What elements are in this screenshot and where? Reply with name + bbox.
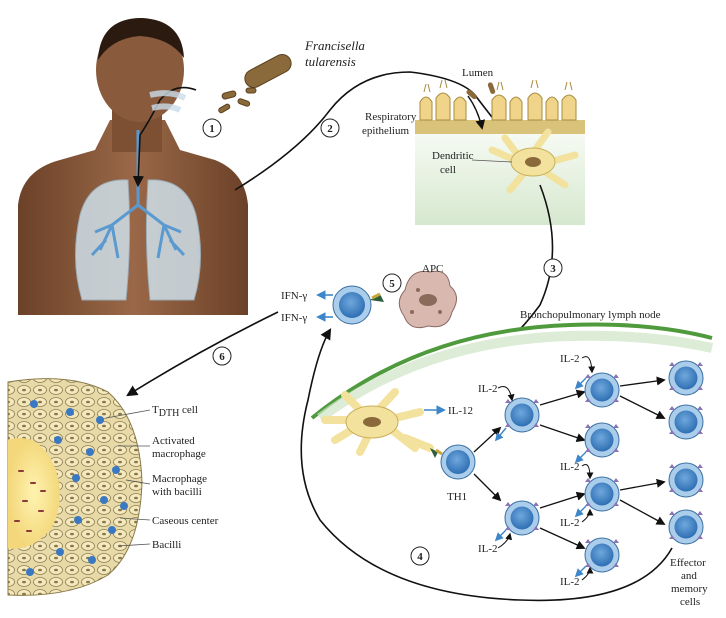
t-cell-gen3-4 — [584, 537, 620, 573]
svg-text:5: 5 — [389, 278, 395, 290]
right-lung — [145, 179, 201, 301]
effector-cell-2 — [668, 404, 704, 440]
il2-secretion-arrow — [494, 529, 507, 542]
il2-label: IL-2 — [560, 517, 580, 529]
th1-label: TH1 — [447, 491, 467, 503]
effector-cell-3 — [668, 462, 704, 498]
step-6-marker: 6 — [212, 346, 232, 366]
dendritic-cell-lymph — [321, 388, 434, 456]
macrophage-label-line2: with bacilli — [152, 486, 202, 498]
organism-name-line1: Francisella — [304, 38, 365, 53]
granuloma-leaders — [105, 409, 151, 547]
respiratory-epithelium — [415, 79, 585, 225]
effector-label-line2: and — [681, 570, 697, 582]
expansion-arrow — [473, 426, 502, 453]
t-cell-gen3-2 — [584, 422, 620, 458]
caseous-label: Caseous center — [152, 515, 219, 527]
expansion-arrow — [619, 395, 666, 419]
t-cell-gen3-1 — [584, 372, 620, 408]
left-lung — [75, 179, 131, 301]
step-6-path — [126, 311, 279, 397]
respiratory-label-line1: Respiratory — [365, 111, 417, 123]
il2-label: IL-2 — [478, 383, 498, 395]
effector-label-line1: Effector — [670, 557, 706, 569]
expansion-arrow — [619, 478, 666, 491]
clonal-expansion: IL-2IL-2IL-2IL-2IL-2IL-2 — [473, 353, 704, 588]
il2-secretion-arrow — [574, 451, 587, 464]
th1-cell — [430, 444, 476, 480]
il2-secretion-arrow — [574, 565, 587, 578]
t-cell-gen2-bottom — [504, 500, 540, 536]
activated-label-line2: macrophage — [152, 448, 206, 460]
svg-text:4: 4 — [417, 551, 423, 563]
effector-cell-1 — [668, 360, 704, 396]
ifn-gamma-bottom: IFN-γ — [281, 312, 307, 324]
effector-cell-4 — [668, 509, 704, 545]
lumen-label: Lumen — [462, 67, 494, 79]
expansion-arrow — [539, 527, 586, 550]
lymph-node — [310, 322, 714, 612]
step-3-marker: 3 — [543, 258, 563, 278]
svg-text:3: 3 — [550, 263, 556, 275]
dendritic-cell-epithelium — [488, 128, 579, 194]
il2-secretion-arrow — [574, 505, 587, 518]
lymph-node-label: Bronchopulmonary lymph node — [520, 309, 661, 321]
tdth-cell-label: TDTH cell — [152, 404, 198, 419]
expansion-arrow — [619, 499, 666, 525]
il2-secretion-arrow — [574, 377, 587, 390]
t-cell-gen3-3 — [584, 476, 620, 512]
expansion-arrow — [539, 424, 586, 442]
svg-text:1: 1 — [209, 123, 215, 135]
expansion-arrow — [619, 376, 666, 387]
t-cell-apc-contact — [332, 285, 384, 325]
il2-label: IL-2 — [478, 543, 498, 555]
macrophage-label-line1: Macrophage — [152, 473, 207, 485]
effector-label-line3: memory — [671, 583, 708, 595]
step-4-path — [300, 328, 673, 602]
granuloma — [7, 378, 143, 596]
il2-label: IL-2 — [560, 461, 580, 473]
bacilli-label: Bacilli — [152, 539, 181, 551]
expansion-arrow — [473, 473, 502, 502]
dendritic-label-line1: Dendritic — [432, 150, 474, 162]
step-5-marker: 5 — [382, 273, 402, 293]
activated-label-line1: Activated — [152, 435, 195, 447]
step-4-marker: 4 — [410, 546, 430, 566]
apc-label: APC — [422, 263, 443, 275]
expansion-arrow — [539, 389, 586, 406]
step-2-marker: 2 — [320, 118, 340, 138]
svg-text:2: 2 — [327, 123, 333, 135]
effector-label-line4: cells — [680, 596, 700, 608]
ifn-gamma-top: IFN-γ — [281, 290, 307, 302]
human-figure — [18, 18, 248, 315]
apc-cell — [398, 270, 457, 329]
il2-secretion-arrow — [494, 427, 507, 442]
expansion-arrow — [539, 491, 586, 509]
il2-label: IL-2 — [560, 576, 580, 588]
step-1-marker: 1 — [202, 118, 222, 138]
francisella-bacteria — [218, 53, 292, 114]
svg-text:6: 6 — [219, 351, 225, 363]
organism-name-line2: tularensis — [305, 54, 356, 69]
t-cell-gen2-top — [504, 397, 540, 433]
inhalation-path — [132, 86, 197, 188]
nasal-cavity — [149, 90, 187, 113]
il12-label: IL-12 — [448, 405, 473, 417]
step-2-path — [234, 71, 520, 191]
hair — [98, 18, 184, 60]
respiratory-label-line2: epithelium — [362, 125, 409, 137]
il2-label: IL-2 — [560, 353, 580, 365]
dendritic-label-line2: cell — [440, 164, 456, 176]
